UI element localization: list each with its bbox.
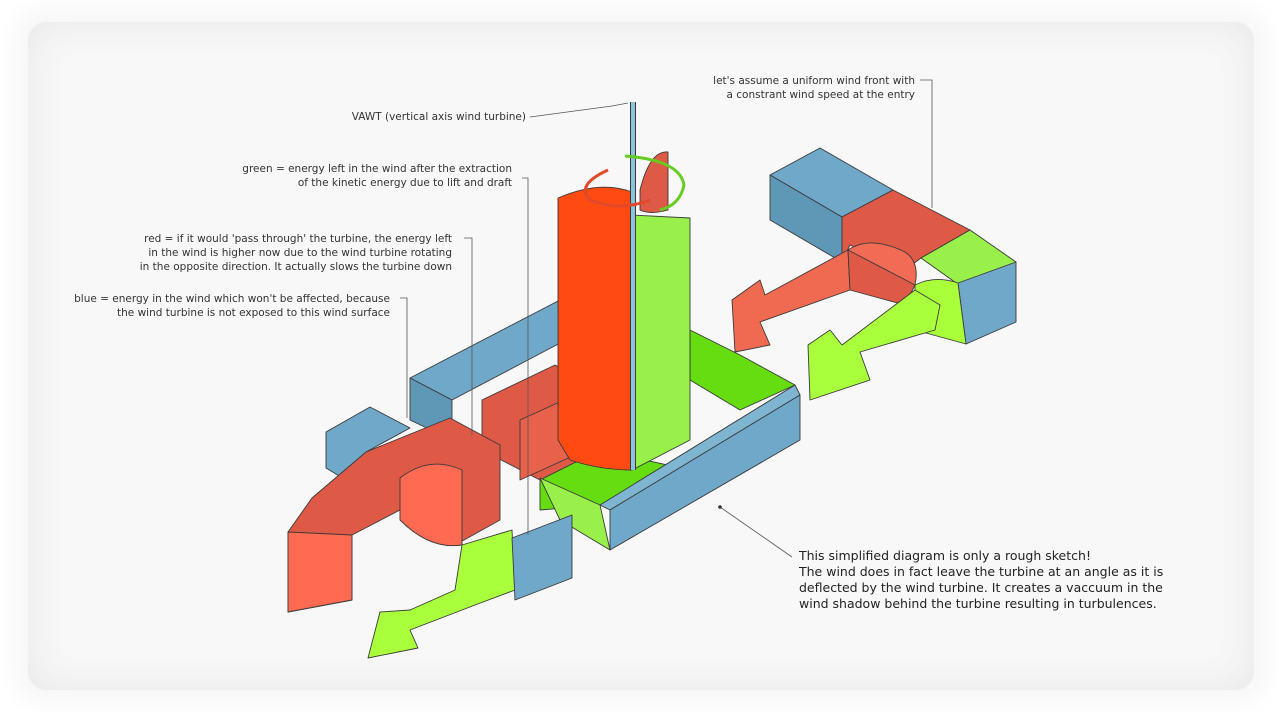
exit-green-arrow — [367, 529, 516, 659]
annotation-entry-line-2: a constrant wind speed at the entry — [726, 89, 915, 101]
turbine-red-half — [557, 186, 633, 471]
exit-red-arrow-face — [287, 531, 353, 613]
note-line-1: This simplified diagram is only a rough … — [799, 548, 1091, 563]
note-line-2: The wind does in fact leave the turbine … — [799, 564, 1164, 579]
leader-blue — [400, 297, 408, 418]
note-line-3: deflected by the wind turbine. It create… — [799, 580, 1163, 595]
note-line-4: wind shadow behind the turbine resulting… — [799, 596, 1157, 611]
annotation-entry-line-1: let's assume a uniform wind front with — [713, 75, 915, 87]
annotation-vawt: VAWT (vertical axis wind turbine) — [330, 110, 526, 124]
leader-note-dot — [718, 505, 722, 509]
annotation-blue-line-2: the wind turbine is not exposed to this … — [117, 307, 390, 319]
leader-red — [464, 237, 473, 435]
platform-green-cap — [539, 477, 611, 551]
annotation-red-line-1: red = if it would 'pass through' the tur… — [144, 233, 452, 245]
leader-entry — [920, 79, 933, 208]
right-green-arrow — [807, 289, 941, 401]
turbine-green-half — [631, 214, 691, 471]
rotation-arrow-red — [584, 168, 651, 208]
annotation-blue-line-1: blue = energy in the wind which won't be… — [74, 293, 390, 305]
annotation-green-line-2: of the kinetic energy due to lift and dr… — [297, 177, 512, 189]
annotation-red-line-3: in the opposite direction. It actually s… — [139, 261, 452, 273]
annotation-green-line-1: green = energy left in the wind after th… — [242, 163, 512, 175]
annotation-green: green = energy left in the wind after th… — [205, 162, 512, 190]
exit-red-cutout — [399, 463, 463, 547]
leader-green — [522, 177, 529, 535]
annotation-red-line-2: in the wind is higher now due to the win… — [148, 247, 452, 259]
leader-note — [719, 506, 793, 558]
rotation-arrow-green — [624, 154, 686, 212]
sketch-disclaimer-note: This simplified diagram is only a rough … — [799, 548, 1163, 612]
annotation-blue: blue = energy in the wind which won't be… — [60, 292, 390, 320]
turbine-red-arc-back — [639, 151, 669, 213]
platform-blue-front-bar — [609, 394, 801, 551]
exit-blue-small-block — [511, 514, 573, 601]
leader-vawt — [529, 102, 629, 118]
annotation-vawt-text: VAWT (vertical axis wind turbine) — [351, 111, 526, 123]
annotation-red: red = if it would 'pass through' the tur… — [110, 232, 452, 274]
annotation-entry: let's assume a uniform wind front with a… — [700, 74, 915, 102]
